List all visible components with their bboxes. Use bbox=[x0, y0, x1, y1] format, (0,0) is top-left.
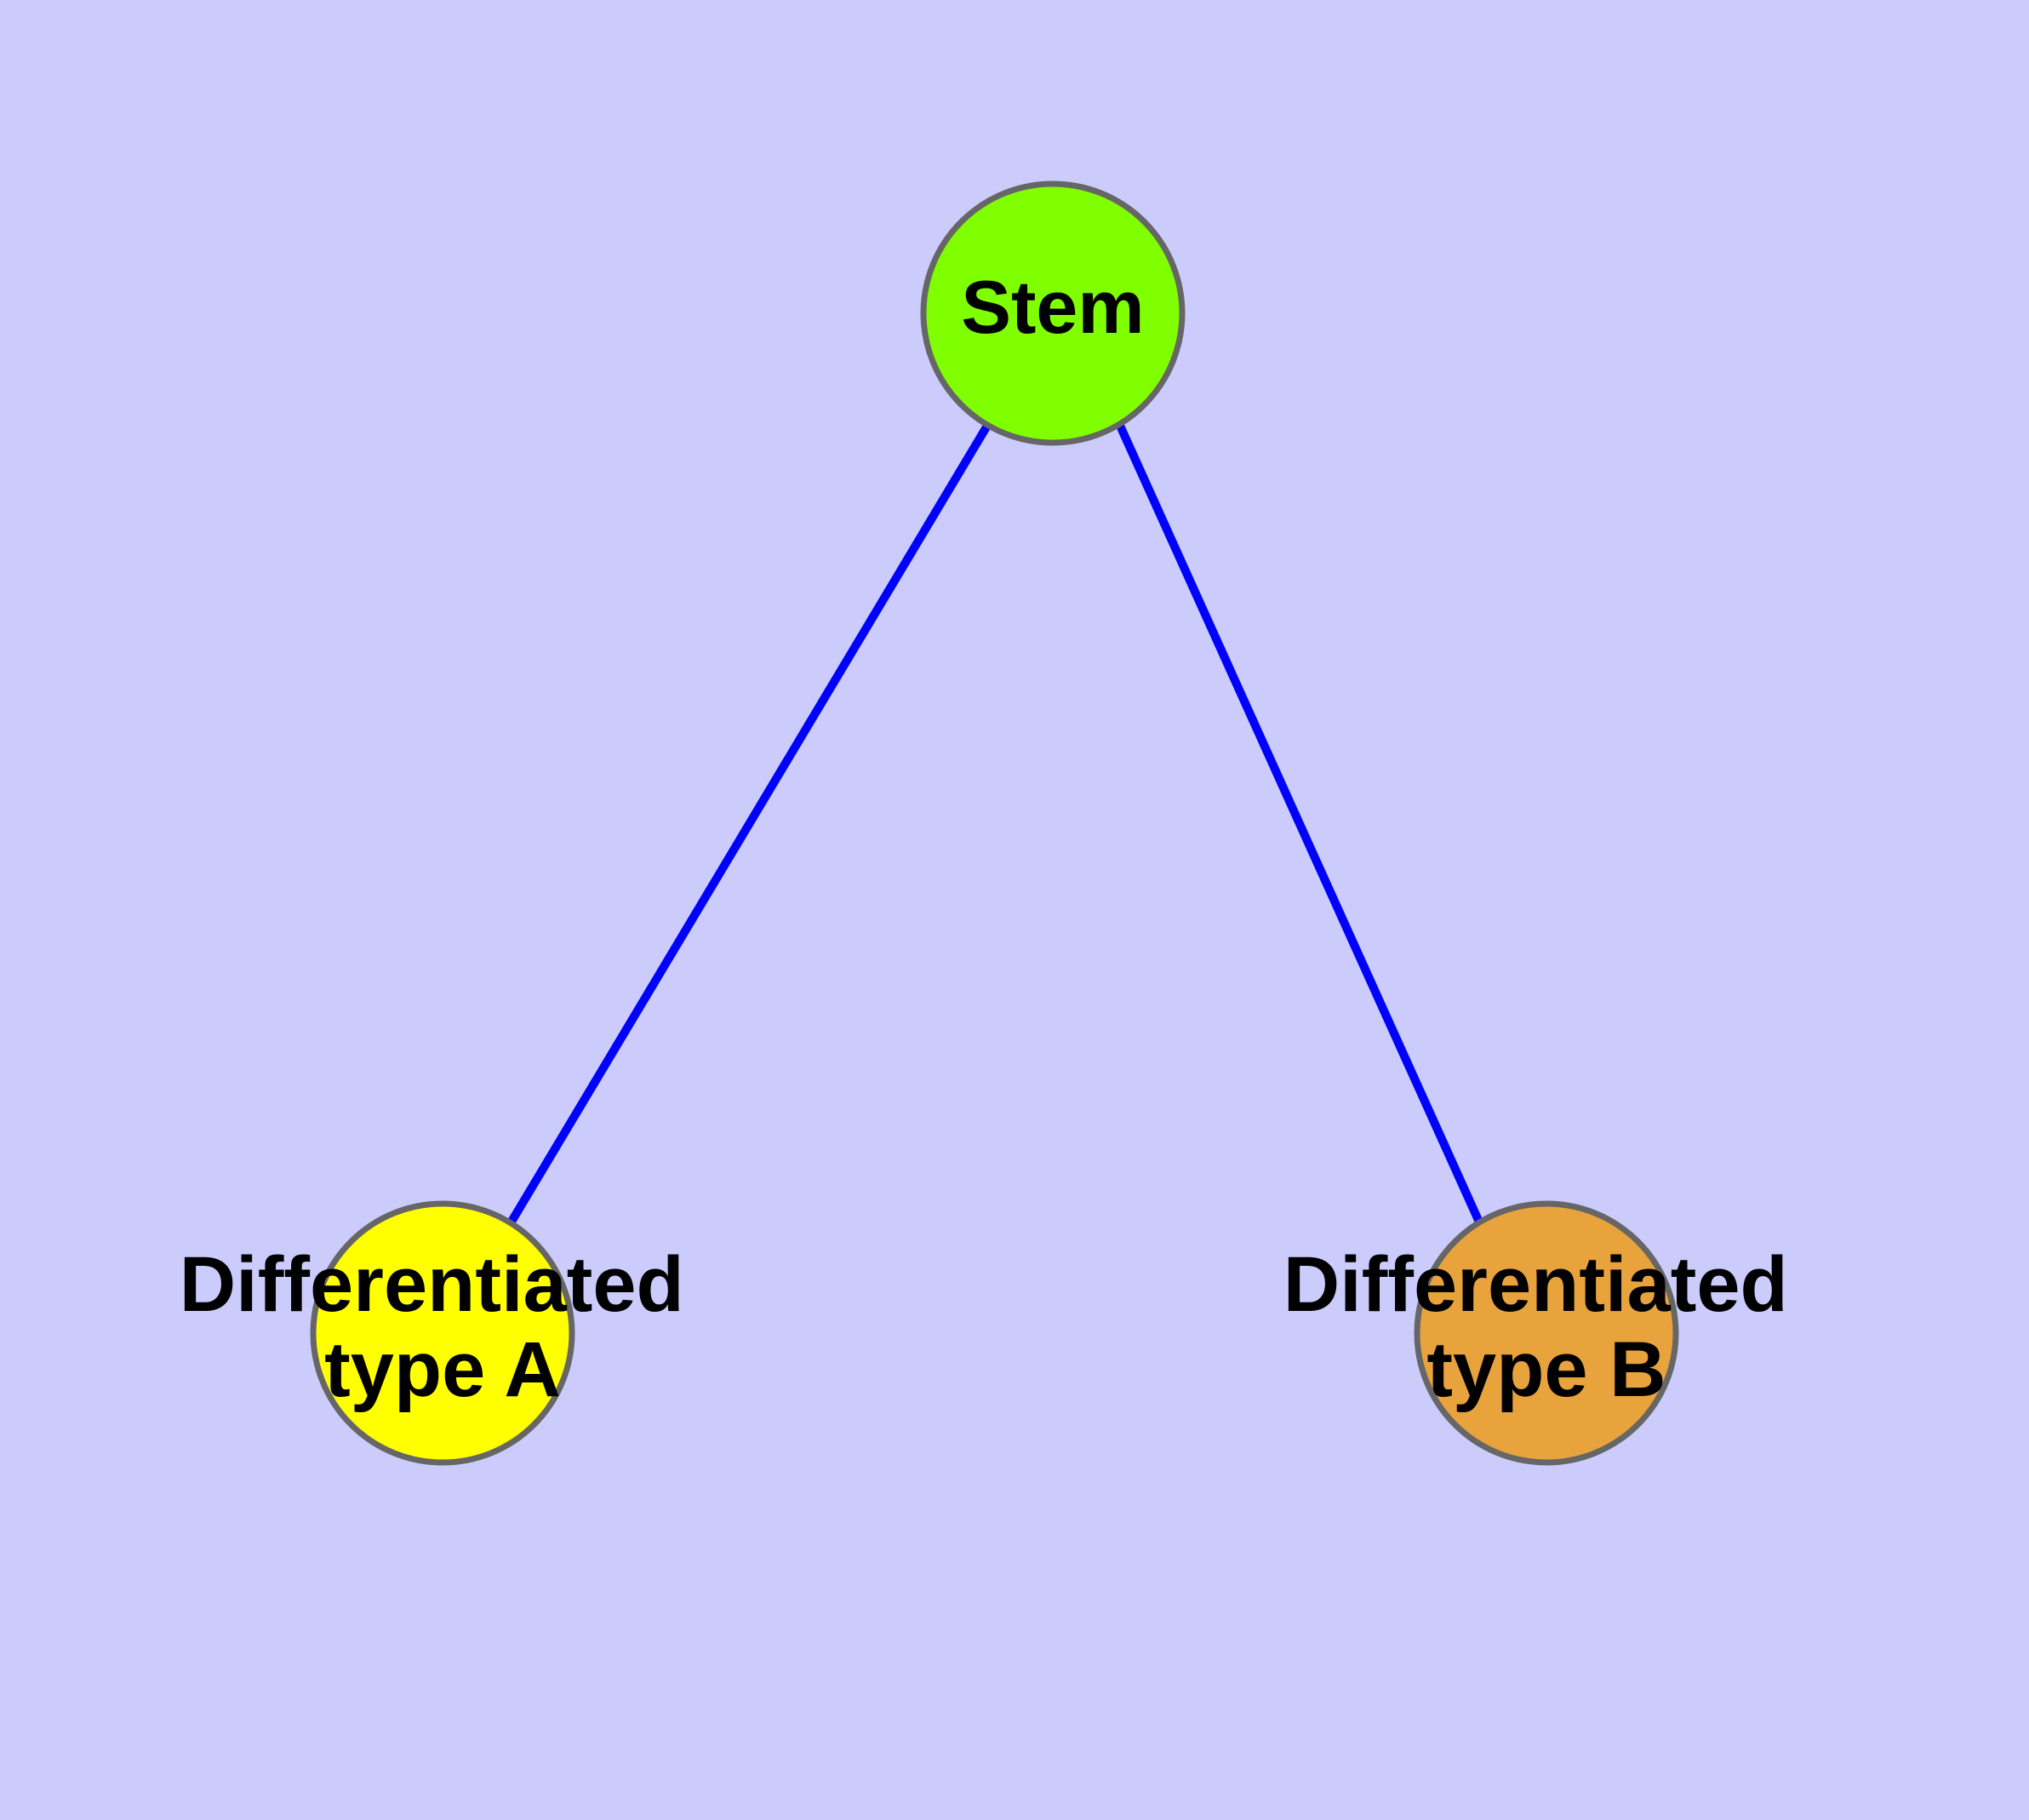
node-stem-label: Stem bbox=[961, 265, 1144, 349]
edge-stem-to-differentiated-type-a bbox=[505, 423, 992, 1228]
node-differentiated-type-a[interactable]: Differentiated type A bbox=[180, 1200, 706, 1466]
node-differentiated-type-b-label: Differentiated type B bbox=[1283, 1241, 1810, 1413]
node-stem[interactable]: Stem bbox=[920, 180, 1186, 446]
node-differentiated-type-b-label-line-1: Differentiated bbox=[1283, 1241, 1788, 1328]
node-layer: Stem Differentiated type A Differentiate… bbox=[180, 180, 1810, 1466]
node-differentiated-type-a-circle[interactable] bbox=[310, 1200, 575, 1466]
node-differentiated-type-a-label-line-2: type A bbox=[324, 1326, 561, 1413]
node-stem-label-line-1: Stem bbox=[961, 265, 1144, 349]
node-differentiated-type-a-label-line-1: Differentiated bbox=[180, 1241, 684, 1328]
edge-stem-to-differentiated-type-b bbox=[1116, 423, 1485, 1228]
node-differentiated-type-b-label-line-2: type B bbox=[1426, 1326, 1666, 1413]
edge-layer bbox=[505, 423, 1485, 1228]
node-stem-circle[interactable] bbox=[920, 180, 1186, 446]
node-differentiated-type-a-label: Differentiated type A bbox=[180, 1241, 706, 1413]
node-differentiated-type-b[interactable]: Differentiated type B bbox=[1283, 1200, 1810, 1466]
node-differentiated-type-b-circle[interactable] bbox=[1414, 1200, 1679, 1466]
